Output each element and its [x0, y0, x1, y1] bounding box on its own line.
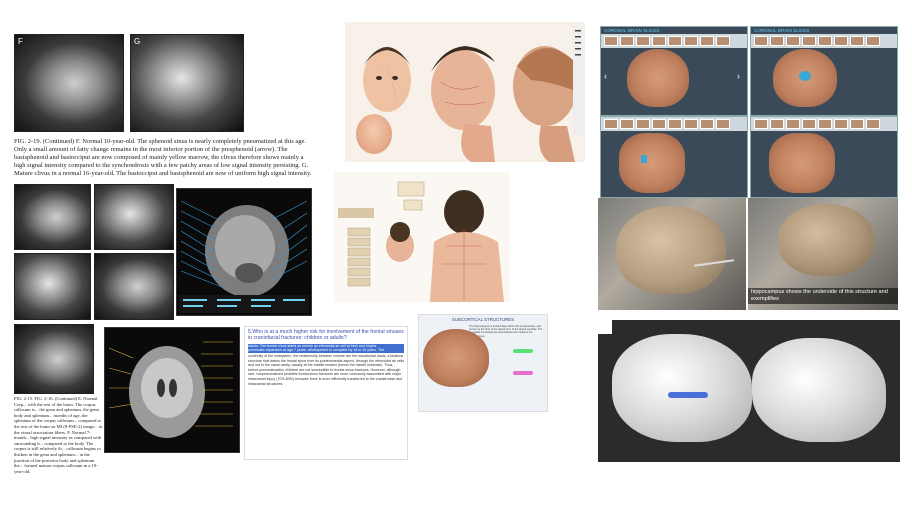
- ventricle-highlight: [799, 71, 811, 81]
- slice-thumbnails-3[interactable]: [601, 117, 747, 131]
- answer-highlight-line-1: Adults. The frontal sinus starts as mere…: [248, 343, 404, 349]
- head-anatomy-illustration: [345, 22, 585, 162]
- coronal-slices-panel-3: [600, 116, 748, 198]
- labeled-sagittal-mri: [176, 188, 312, 316]
- spine-anatomy-figure: [338, 181, 504, 302]
- coronal-brain-slice-1: [627, 49, 689, 107]
- 3d-brain-hemisphere-1: [612, 334, 752, 442]
- mri-thumb-2: [94, 184, 174, 250]
- slice-thumbnails-2[interactable]: [751, 34, 897, 48]
- question-title: 5.Who is at a much higher risk for invol…: [248, 329, 404, 342]
- amygdala-tag[interactable]: [513, 371, 533, 375]
- slice-thumbnails-1[interactable]: [601, 34, 747, 48]
- labeled-coronal-mri: [104, 327, 240, 453]
- answer-highlight-line-2: pneumatic expansion at age 7 years: deve…: [248, 348, 404, 353]
- spine-anatomy-illustration: [334, 172, 510, 302]
- 3d-brain-hemisphere-2: [752, 338, 886, 442]
- head-anatomy-figure: [363, 26, 583, 162]
- mri-thumb-1: [14, 184, 91, 250]
- coronal-slices-panel-2: CORONAL BRAIN SLICES: [750, 26, 898, 116]
- axial-brain-slice-3: [619, 133, 685, 193]
- mri-thumb-3: [14, 253, 91, 320]
- frontal-sinus-question-slide: 5.Who is at a much higher risk for invol…: [244, 326, 408, 460]
- brain-specimen-2: [778, 204, 874, 276]
- axial-brain-slice-4: [769, 133, 835, 193]
- mri-sagittal-g: G: [130, 34, 244, 132]
- hippocampus-tag[interactable]: [513, 349, 533, 353]
- hippocampus-highlight: [641, 155, 647, 163]
- brain-dissection-photo-1: [598, 198, 746, 310]
- panel-label-g: G: [134, 37, 141, 46]
- panel-label-f: F: [18, 37, 23, 46]
- prev-arrow-icon[interactable]: ‹: [604, 71, 607, 81]
- video-caption: hippocampus shows the underside of this …: [748, 288, 898, 304]
- subcortical-text: The hippocampus is tucked deep within th…: [469, 325, 543, 338]
- mri-thumb-5: [14, 324, 94, 394]
- figure-caption-2-15: FIG. 2-15. FIG. 2-16. (Continued) E. Nor…: [14, 396, 103, 474]
- render-corner: [598, 320, 612, 334]
- coronal-slices-panel-1: CORONAL BRAIN SLICES ‹ ›: [600, 26, 748, 116]
- coronal-title-1: CORONAL BRAIN SLICES: [604, 28, 660, 33]
- brain-specimen-1: [616, 206, 726, 294]
- mri-thumb-4: [94, 253, 174, 320]
- figure-caption-2-19: FIG. 2-19. (Continued) F. Normal 10-year…: [14, 138, 312, 177]
- subcortical-structures-slide: SUBCORTICAL STRUCTURES The hippocampus i…: [418, 314, 548, 412]
- answer-body: continuity of the midsystem, the relatio…: [248, 354, 405, 386]
- coronal-slices-panel-4: [750, 116, 898, 198]
- mri-sagittal-f: F: [14, 34, 124, 132]
- subcortical-title: SUBCORTICAL STRUCTURES: [451, 317, 515, 322]
- brain-dissection-photo-2: hippocampus shows the underside of this …: [748, 198, 898, 310]
- 3d-brain-model-render: [598, 320, 900, 462]
- sagittal-mri-figure: [179, 200, 309, 313]
- slice-thumbnails-4[interactable]: [751, 117, 897, 131]
- brain-specimen-photo: [423, 329, 489, 387]
- head-profile-illustration: [356, 114, 392, 154]
- next-arrow-icon[interactable]: ›: [737, 71, 740, 81]
- coronal-title-2: CORONAL BRAIN SLICES: [754, 28, 810, 33]
- coronal-mri-figure: [108, 341, 233, 438]
- ventricle-highlight-3d: [668, 392, 708, 398]
